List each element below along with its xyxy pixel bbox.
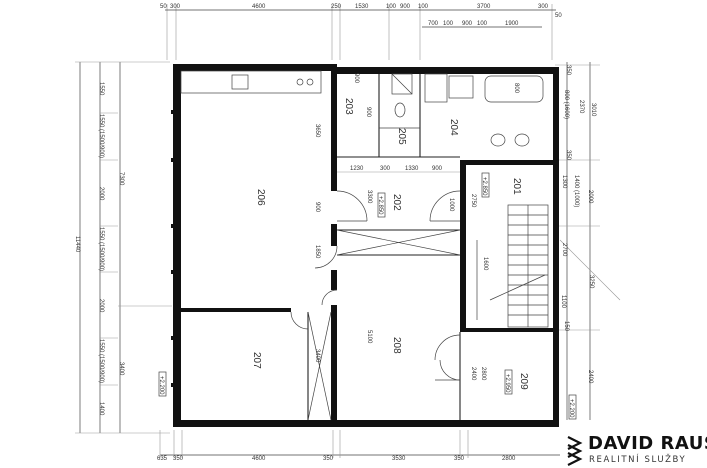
level-mark-right: +2.200 — [568, 399, 574, 418]
dimension-label: 3250 — [588, 275, 594, 289]
dimension-label: 3530 — [392, 456, 406, 462]
left-dimensions: 11440 1550 1550 (1500/900) 2000 1550 (15… — [74, 82, 124, 416]
partitions — [307, 74, 461, 421]
dimension-label: 3700 — [477, 4, 491, 10]
room-205: 205 — [396, 128, 407, 145]
level-mark-209: +2.950 — [504, 374, 510, 393]
dimension-label: 1550 (1500/900) — [98, 227, 104, 271]
dimension-label: 3400 — [314, 349, 320, 363]
dimension-label: 900 — [462, 21, 473, 27]
dimension-label: 4600 — [252, 4, 266, 10]
dimension-label: 150 — [563, 321, 569, 332]
dimension-label: 2800 — [502, 456, 516, 462]
level-mark-201: +2.850 — [481, 177, 487, 196]
dimension-label: 3010 — [590, 103, 596, 117]
dimension-label: 900 — [400, 4, 411, 10]
interior-dimensions: 1230 300 1330 900 3650 900 1850 3300 510… — [314, 73, 519, 381]
dimension-label: 50 — [555, 13, 562, 19]
dimension-label: 300 — [380, 166, 391, 172]
dimension-lines — [75, 4, 621, 458]
dimension-label: 11440 — [74, 236, 80, 253]
room-206: 206 — [255, 189, 266, 206]
dimension-label: 2750 — [470, 194, 476, 208]
dimension-label: 350 — [454, 456, 465, 462]
company-logo: DAVID RAUS REALITNÍ SLUŽBY — [563, 433, 707, 468]
room-labels: 206 207 208 202 203 205 204 201 209 — [251, 98, 529, 390]
dimension-label: 1300 — [561, 175, 567, 189]
bottom-dimensions: 635 350 4600 350 3530 350 2800 — [157, 456, 516, 462]
dimension-label: 1600 — [482, 257, 488, 271]
chevron-stack-icon — [567, 436, 583, 466]
dimension-label: 2400 — [470, 367, 476, 381]
dimension-label: 50 — [160, 4, 167, 10]
dimension-label: 3650 — [314, 124, 320, 138]
dimension-label: 350 — [323, 456, 334, 462]
level-mark-207: +2.200 — [158, 376, 164, 395]
dimension-label: 5100 — [366, 330, 372, 344]
dimension-label: 1900 — [505, 21, 519, 27]
dimension-label: 4600 — [252, 456, 266, 462]
dimension-label: 250 — [331, 4, 342, 10]
logo-tagline: REALITNÍ SLUŽBY — [589, 455, 687, 465]
staircase — [476, 204, 549, 328]
dimension-label: 800 (1600) — [563, 90, 569, 119]
dimension-label: 1530 — [355, 4, 369, 10]
kitchen-counter — [180, 70, 322, 94]
dimension-label: 635 — [157, 456, 168, 462]
dimension-label: 800 — [513, 83, 519, 94]
doors — [290, 190, 461, 381]
dimension-label: 3400 — [118, 362, 124, 376]
right-dimensions: 350 800 (1600) 350 1300 1400 (1000) 2700… — [560, 65, 596, 384]
logo-name: DAVID RAUS — [588, 433, 707, 454]
dimension-label: 2700 — [561, 243, 567, 257]
dimension-label: 2000 — [98, 299, 104, 313]
dimension-label: 350 — [173, 456, 184, 462]
room-203: 203 — [343, 98, 354, 115]
dimension-label: 1400 — [98, 402, 104, 416]
room-202: 202 — [391, 194, 402, 211]
dimension-label: 100 — [443, 21, 454, 27]
room-201: 201 — [511, 178, 522, 195]
dimension-label: 2000 — [587, 190, 593, 204]
dimension-label: 1100 — [560, 295, 566, 309]
dimension-label: 1330 — [405, 166, 419, 172]
dimension-label: 1400 (1000) — [573, 175, 579, 207]
room-204: 204 — [448, 119, 459, 136]
bathroom-fixtures — [391, 73, 544, 147]
dimension-label: 3300 — [366, 190, 372, 204]
top-dimensions: 50 300 4600 250 1530 100 900 100 3700 30… — [160, 4, 562, 27]
dimension-label: 900 — [432, 166, 443, 172]
walls — [171, 64, 559, 427]
dimension-label: 1550 (1500/900) — [98, 114, 104, 158]
dimension-label: 300 — [170, 4, 181, 10]
dimension-label: 350 — [565, 150, 571, 161]
dimension-label: 2000 — [98, 187, 104, 201]
dimension-label: 100 — [386, 4, 397, 10]
dimension-label: 1550 (1500/900) — [98, 339, 104, 383]
room-207: 207 — [251, 352, 262, 369]
room-209: 209 — [518, 373, 529, 390]
dimension-label: 300 — [538, 4, 549, 10]
dimension-label: 100 — [477, 21, 488, 27]
dimension-label: 1230 — [350, 166, 364, 172]
dimension-label: 900 — [314, 202, 320, 213]
dimension-label: 1550 — [98, 82, 104, 96]
level-marks: +2.850 +2.850 +2.950 +2.200 +2.200 — [158, 172, 577, 420]
level-mark-202: +2.850 — [377, 196, 383, 215]
dimension-label: 900 — [365, 107, 371, 118]
dimension-label: 900 — [353, 73, 359, 84]
dimension-label: 7300 — [118, 172, 124, 186]
dimension-label: 350 — [565, 65, 571, 76]
dimension-label: 700 — [428, 21, 439, 27]
dimension-label: 2370 — [578, 100, 584, 114]
dimension-label: 2400 — [587, 370, 593, 384]
dimension-label: 2800 — [480, 367, 486, 381]
dimension-label: 1000 — [448, 198, 454, 212]
dimension-label: 100 — [418, 4, 429, 10]
room-208: 208 — [391, 337, 402, 354]
dimension-label: 1850 — [314, 245, 320, 259]
